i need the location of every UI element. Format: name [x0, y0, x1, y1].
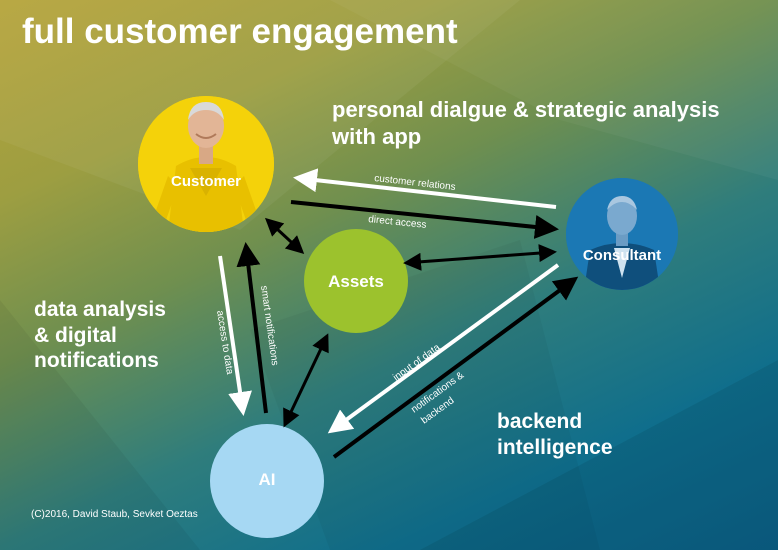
- data-analysis-heading-line1: data analysis: [34, 298, 166, 321]
- input-of-data-label: input of data: [391, 342, 442, 384]
- dialogue-heading: personal dialgue & strategic analysis wi…: [332, 97, 720, 151]
- slide-title: full customer engagement: [22, 12, 458, 51]
- backend-heading: backend intelligence: [497, 409, 613, 460]
- customer-label: Customer: [170, 173, 241, 190]
- assets-label: Assets: [328, 272, 384, 291]
- copyright-text: (C)2016, David Staub, Sevket Oeztas: [31, 509, 198, 520]
- assets-node[interactable]: Assets: [304, 229, 408, 333]
- customer-node[interactable]: Customer: [138, 96, 274, 232]
- ai-label: AI: [258, 470, 276, 489]
- data-analysis-heading: data analysis & digital notifications: [34, 297, 166, 374]
- ai-node[interactable]: AI: [210, 424, 324, 538]
- ai-assets-arrow: [283, 333, 329, 428]
- backend-heading-line2: intelligence: [497, 435, 613, 459]
- dialogue-heading-line1: personal dialgue & strategic analysis: [332, 97, 720, 122]
- data-analysis-heading-line3: notifications: [34, 349, 159, 373]
- backend-heading-line1: backend: [497, 410, 583, 433]
- customer-relations-arrow: [293, 168, 557, 209]
- input-of-data-arrow: [327, 263, 560, 434]
- customer-photo: [138, 96, 274, 232]
- consultant-label: Consultant: [582, 247, 662, 264]
- customer-assets-arrow: [264, 217, 305, 255]
- direct-access-arrow: [290, 200, 559, 239]
- dialogue-heading-line2: with app: [332, 123, 422, 149]
- data-analysis-heading-line2: & digital: [34, 323, 117, 347]
- consultant-node[interactable]: Consultant: [566, 178, 678, 290]
- consultant-photo: [566, 178, 678, 290]
- smart-notifications-arrow: [236, 242, 268, 414]
- notifications-backend-arrow: [332, 276, 579, 459]
- access-to-data-arrow: [218, 255, 252, 416]
- assets-consultant-arrow: [403, 244, 557, 271]
- smart-notifications-label: smart notifications: [258, 285, 280, 366]
